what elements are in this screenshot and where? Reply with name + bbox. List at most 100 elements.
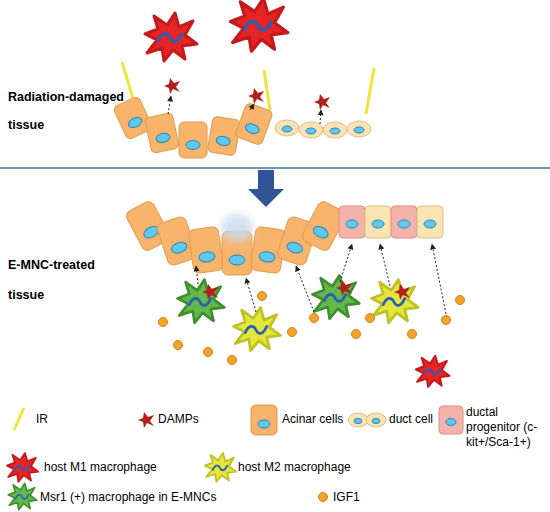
igf1-dot: [174, 341, 183, 350]
nucleus: [155, 132, 171, 144]
igf1-arrow: [380, 244, 390, 286]
igf1-arrow: [196, 266, 198, 284]
nucleus: [15, 466, 29, 471]
cell-body: [251, 405, 277, 435]
legend-label: ductal progenitor (c-kit+/Sca-1+): [466, 405, 537, 449]
duct-cell: [275, 120, 299, 136]
duct-cell: [365, 206, 391, 238]
igf1-dot: [228, 356, 237, 365]
nucleus: [372, 419, 380, 424]
cell-body: [205, 453, 236, 482]
nucleus: [158, 34, 182, 42]
nucleus: [186, 141, 200, 150]
legend-acinar-icon: [251, 405, 277, 435]
nucleus: [424, 220, 436, 228]
cell-body: [7, 453, 38, 482]
msr1-macrophage: [178, 280, 225, 323]
acinar-cell: [145, 112, 180, 153]
cell-body: [145, 13, 197, 61]
igf1-dot: [258, 292, 267, 301]
legend-item: DAMPs: [158, 412, 228, 427]
nucleus: [189, 298, 211, 305]
nucleus: [398, 220, 410, 228]
nucleus: [354, 127, 364, 133]
m1-macrophage: [231, 0, 288, 51]
nucleus: [245, 326, 267, 333]
cell-body: [313, 276, 360, 319]
legend-label: host M1 macrophage: [44, 460, 157, 474]
nucleus: [346, 220, 358, 228]
nucleus: [244, 122, 260, 135]
duct-cell: [299, 122, 323, 138]
damp: [248, 88, 264, 104]
igf1-dot: [366, 314, 375, 323]
nucleus: [354, 419, 362, 424]
cell-body: [178, 280, 225, 323]
nucleus: [282, 126, 292, 132]
nucleus: [372, 220, 384, 228]
cell-body: [188, 226, 224, 274]
cell-body: [372, 280, 419, 323]
legend-item: host M1 macrophage: [44, 460, 194, 475]
nucleus: [198, 251, 215, 263]
release-arrow: [320, 110, 321, 124]
nucleus: [258, 251, 275, 263]
damp: [202, 284, 218, 300]
ir-ray: [366, 68, 374, 114]
legend-msr1-icon: [8, 483, 37, 509]
nucleus: [229, 255, 245, 265]
legend-item: Acinar cells: [282, 412, 352, 427]
duct-cell: [417, 206, 443, 238]
cell-body: [207, 116, 241, 156]
cell-body: [439, 406, 463, 434]
legend-duct-icon: [348, 413, 386, 427]
ductal-progenitor: [339, 206, 365, 238]
legend-item: Msr1 (+) macrophage in E-MNCs: [40, 490, 260, 505]
cell-body: [8, 483, 37, 509]
m2-macrophage: [372, 280, 419, 323]
divider-line: [0, 167, 550, 169]
release-arrow: [250, 104, 254, 110]
cell-body: [231, 0, 288, 51]
cell-body: [179, 122, 207, 158]
cell-body: [234, 308, 281, 351]
nucleus: [330, 128, 340, 134]
igf1-arrow: [340, 244, 352, 282]
igf1-dot: [442, 316, 451, 325]
igf1-dot: [204, 348, 213, 357]
nucleus: [127, 115, 143, 129]
release-arrow: [168, 96, 171, 114]
regeneration-glow: [221, 214, 253, 242]
damp: [314, 94, 330, 110]
nucleus: [258, 420, 270, 428]
igf1-dots: [159, 292, 465, 365]
legend-item: IGF1: [333, 490, 393, 505]
igf1-arrow: [432, 244, 446, 314]
nucleus: [286, 240, 304, 254]
legend-label: Acinar cells: [282, 412, 343, 426]
nucleus: [15, 495, 28, 499]
igf1-arrows: [196, 244, 446, 314]
duct-cell: [323, 122, 347, 138]
legend-damp-icon: [138, 412, 154, 428]
legend-label: DAMPs: [158, 412, 199, 426]
damp: [336, 280, 352, 296]
legend-m2-icon: [205, 453, 236, 482]
damp: [394, 284, 410, 300]
m1-macrophage: [145, 13, 197, 61]
msr1-macrophage: [313, 276, 360, 319]
m2-macrophage: [234, 308, 281, 351]
legend-label: IR: [36, 412, 48, 426]
igf1-dot: [310, 314, 319, 323]
duct-cell: [348, 413, 368, 427]
duct-cells: [275, 120, 371, 138]
nucleus: [215, 135, 230, 146]
legend-item: ductal progenitor (c-kit+/Sca-1+): [466, 405, 550, 450]
legend-item: IR: [36, 412, 76, 427]
nucleus: [424, 369, 440, 374]
legend-label: IGF1: [333, 490, 360, 504]
legend-progenitor-icon: [439, 406, 463, 434]
nucleus: [383, 298, 405, 305]
duct-row: [339, 206, 443, 238]
